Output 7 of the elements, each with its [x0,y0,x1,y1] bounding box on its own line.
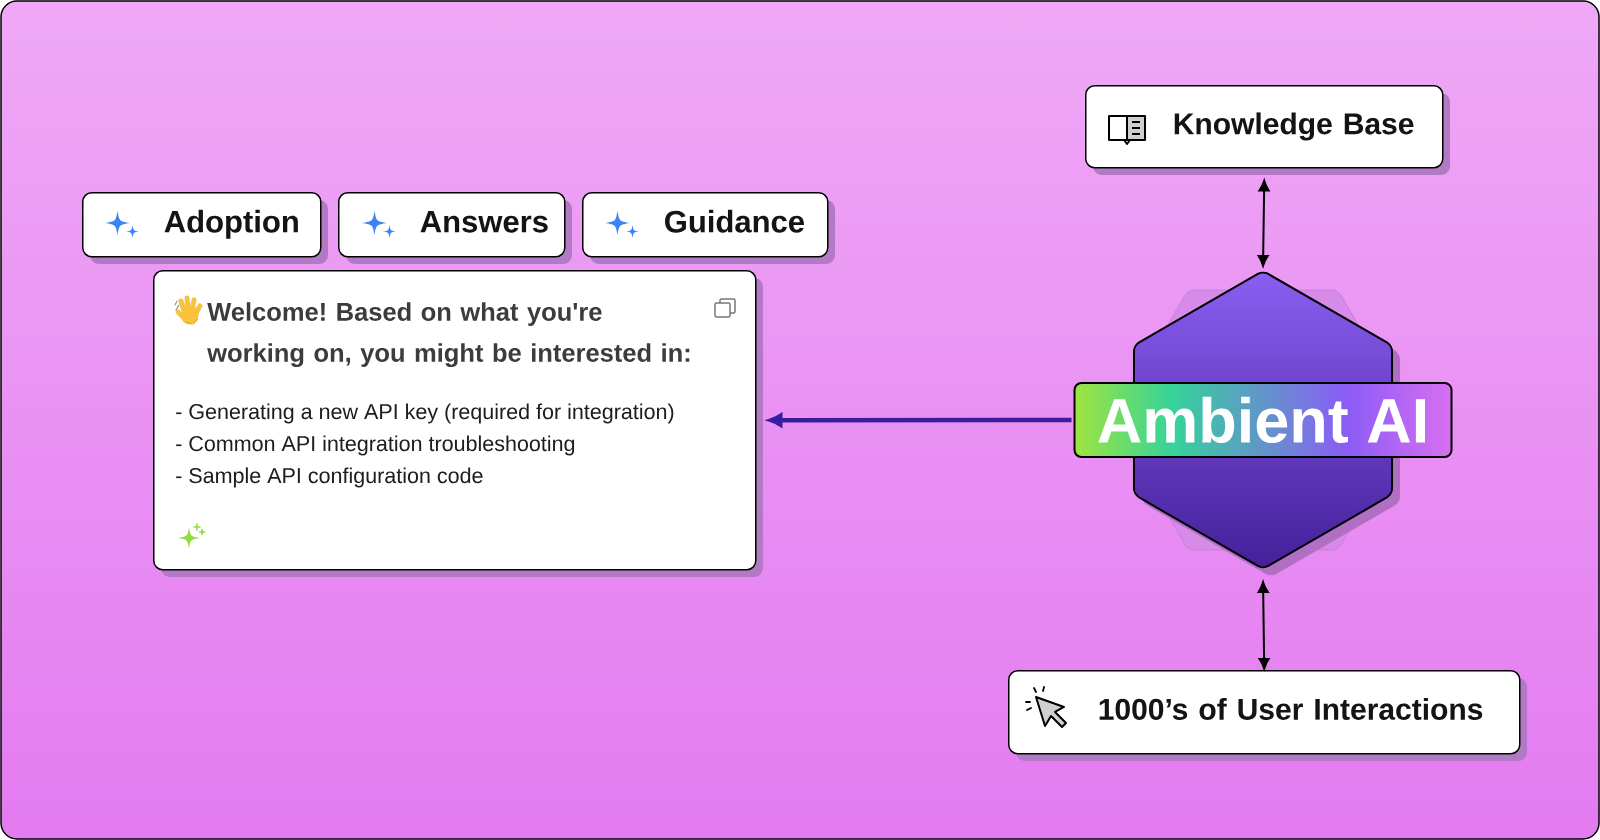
info-card: Knowledge Base [1085,85,1450,175]
info-card: 1000’s of User Interactions [1008,670,1527,761]
arrow [1257,179,1270,267]
arrow [1257,581,1270,670]
tag-chip: Guidance [582,192,835,264]
tag-chip: Adoption [82,192,328,264]
tag-chip: Answers [338,192,572,264]
